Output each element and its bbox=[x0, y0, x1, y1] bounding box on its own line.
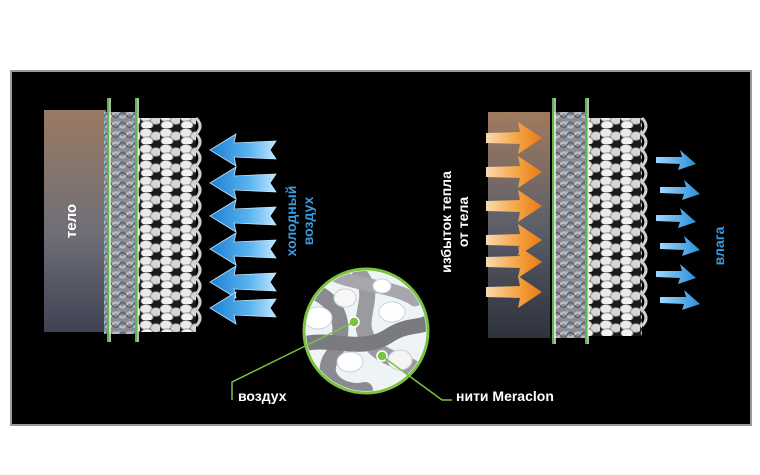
cold-air-label-line1: холодный bbox=[283, 186, 299, 257]
fabric-layer-icon bbox=[104, 98, 200, 342]
air-callout-label: воздух bbox=[238, 388, 287, 404]
fabric-layer-icon bbox=[552, 98, 646, 344]
moisture-label: влага bbox=[711, 226, 727, 265]
cold-air-arrow-icon bbox=[210, 167, 276, 199]
moisture-arrow-icon bbox=[660, 236, 700, 256]
left-scene: тело холодный воздух bbox=[44, 98, 316, 342]
moisture-arrow-icon bbox=[656, 208, 696, 228]
moisture-arrow-icon bbox=[656, 150, 696, 170]
cold-air-arrow-icon bbox=[210, 292, 276, 324]
cold-air-label-line2: воздух bbox=[300, 197, 316, 246]
excess-heat-label-line1: избыток тепла bbox=[438, 171, 454, 273]
moisture-arrow-icon bbox=[660, 290, 700, 310]
cold-air-arrow-icon bbox=[210, 134, 276, 166]
fiber-magnifier-icon bbox=[300, 265, 432, 397]
cold-air-arrow-icon bbox=[210, 200, 276, 232]
moisture-arrows bbox=[656, 150, 700, 310]
excess-heat-label-line2: от тела bbox=[455, 197, 471, 247]
right-scene: избыток тепла от тела влага bbox=[438, 98, 727, 344]
fibers-callout-label: нити Meraclon bbox=[456, 388, 554, 404]
moisture-arrow-icon bbox=[660, 180, 700, 200]
cold-air-arrows bbox=[210, 134, 276, 324]
cold-air-arrow-icon bbox=[210, 266, 276, 298]
moisture-arrow-icon bbox=[656, 264, 696, 284]
body-label: тело bbox=[63, 204, 80, 238]
cold-air-arrow-icon bbox=[210, 233, 276, 265]
